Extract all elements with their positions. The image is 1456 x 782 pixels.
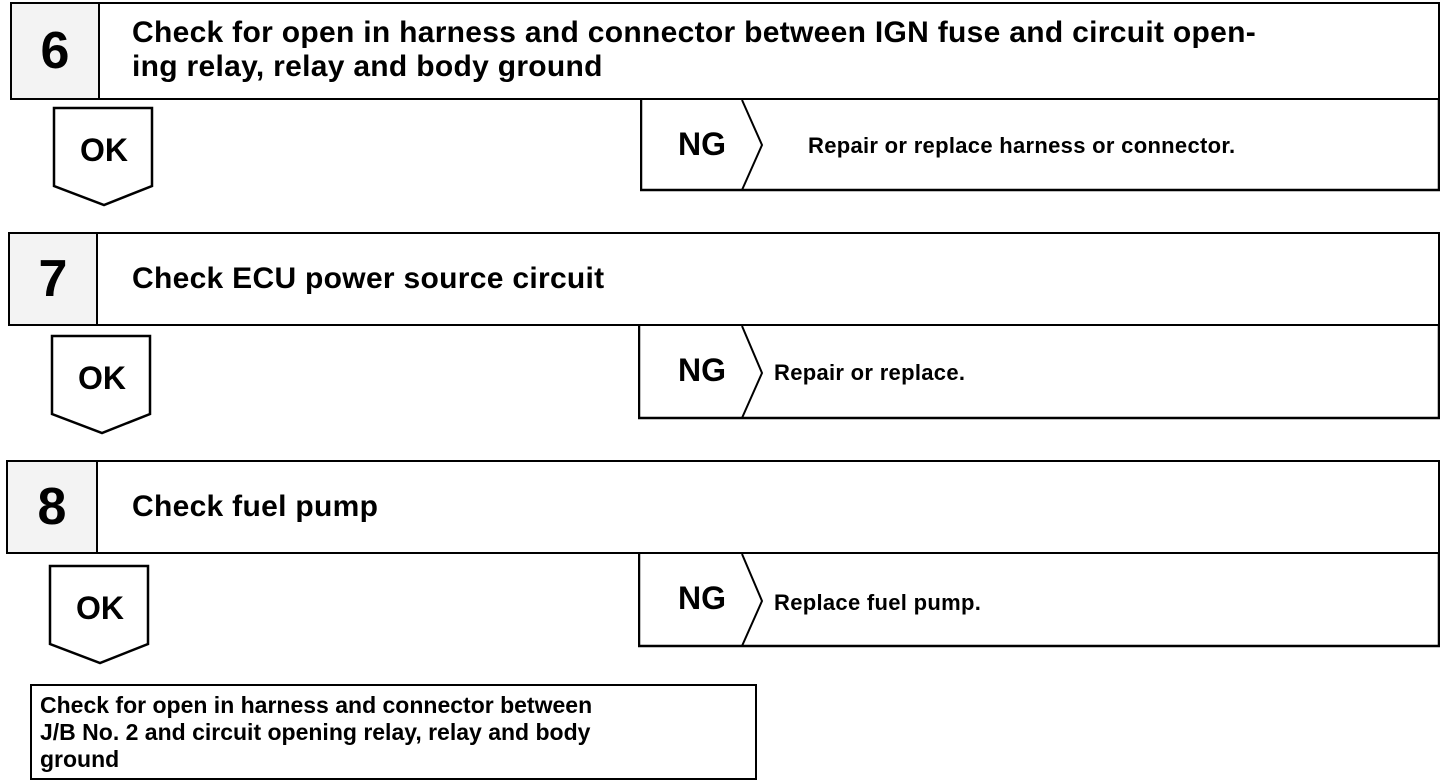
step-7-ok-arrow-shape: [50, 334, 152, 435]
step-7-ok-arrow: OK: [50, 334, 154, 436]
step-6-ok-arrow-shape: [52, 106, 154, 207]
step-6-ng-box-shape: [640, 100, 1440, 192]
step-8-ng-action: Replace fuel pump.: [774, 590, 982, 615]
final-step-line-2: J/B No. 2 and circuit opening relay, rel…: [40, 719, 591, 745]
step-7-number: 7: [10, 234, 98, 324]
final-step-line-3: ground: [40, 746, 120, 772]
final-step-line-1: Check for open in harness and connector …: [40, 692, 593, 718]
step-7-title: Check ECU power source circuit: [132, 262, 605, 295]
step-6-title-line-1: Check for open in harness and connector …: [132, 16, 1257, 49]
step-6-title-line-2: ing relay, relay and body ground: [132, 50, 603, 83]
step-8-ng-label: NG: [678, 580, 726, 616]
step-7-ng-box-shape: [638, 326, 1440, 420]
step-7-box: 7 Check ECU power source circuit: [8, 232, 1440, 326]
step-8-ok-arrow-shape: [48, 564, 150, 665]
step-7-ng-action: Repair or replace.: [774, 360, 966, 385]
step-8-box: 8 Check fuel pump: [6, 460, 1440, 554]
step-8-ng-box: NG Replace fuel pump.: [638, 554, 1440, 648]
step-8-title: Check fuel pump: [132, 490, 379, 523]
step-7-ok-label: OK: [78, 360, 126, 396]
step-6-ok-label: OK: [80, 132, 128, 168]
final-step-box: Check for open in harness and connector …: [30, 684, 757, 780]
step-7-ng-label: NG: [678, 352, 726, 388]
step-8-ng-box-shape: [638, 554, 1440, 648]
step-6-ng-box: NG Repair or replace harness or connecto…: [640, 100, 1440, 192]
step-8-ok-arrow: OK: [48, 564, 152, 666]
step-6-box: 6 Check for open in harness and connecto…: [10, 2, 1440, 100]
step-6-title: Check for open in harness and connector …: [132, 4, 1424, 98]
step-7-ng-box: NG Repair or replace.: [638, 326, 1440, 420]
step-8-number: 8: [8, 462, 98, 552]
step-6-number: 6: [12, 4, 100, 98]
step-8-ok-label: OK: [76, 590, 124, 626]
step-6-ng-action: Repair or replace harness or connector.: [808, 133, 1236, 158]
step-6-ok-arrow: OK: [52, 106, 156, 208]
step-6-ng-label: NG: [678, 126, 726, 162]
